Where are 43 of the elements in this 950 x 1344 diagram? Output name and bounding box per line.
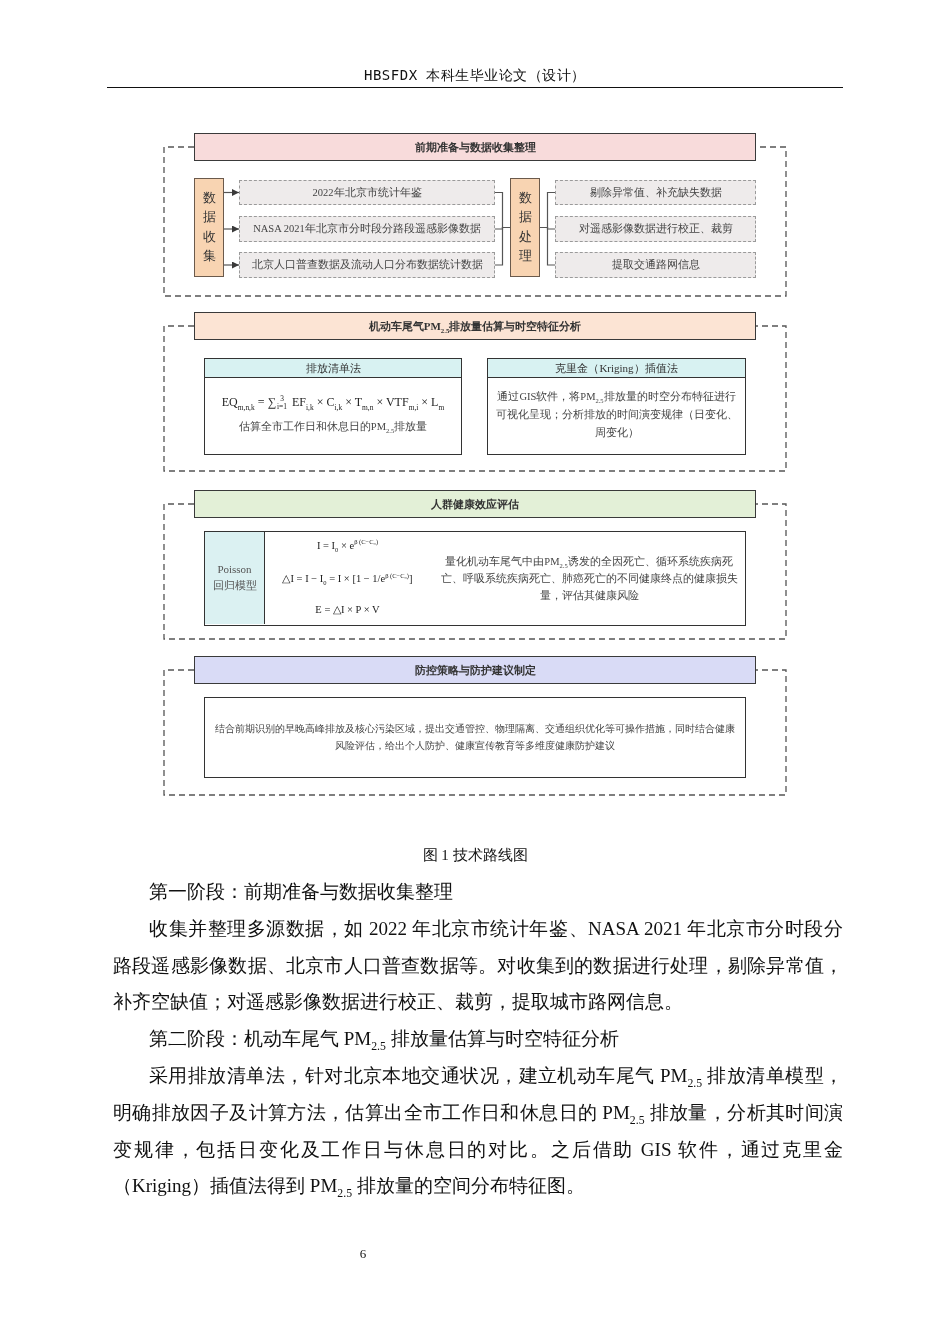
formula: E = △I × P × V bbox=[314, 603, 381, 615]
recommendation-text: 结合前期识别的早晚高峰排放及核心污染区域，提出交通管控、物理隔离、交通组织优化等可操作措施，同时结合健康风险评估，给出个人防护、健康宣传教育等多维度健康防护建议 bbox=[214, 721, 736, 753]
processing-step: 提取交通路网信息 bbox=[555, 252, 756, 278]
method-title: 克里金（Kriging）插值法 bbox=[488, 359, 745, 378]
category-tag: 数据收集 bbox=[194, 178, 224, 277]
page-number: 6 bbox=[358, 1246, 368, 1262]
processing-step: 剔除异常值、补充缺失数据 bbox=[555, 180, 756, 205]
body-paragraph: 收集并整理多源数据，如 2022 年北京市统计年鉴、NASA 2021 年北京市分时段分路段遥感影像数据、北京市人口普查数据等。对收集到的数据进行处理，剔除异常值，补齐空缺值；对遥感影像数据进行校正、裁剪，提取城市路网信息。 bbox=[113, 916, 843, 1015]
category-tag: 数据处理 bbox=[510, 178, 540, 277]
figure-caption: 图 1 技术路线图 bbox=[421, 846, 529, 865]
body-paragraph: 采用排放清单法，针对北京本地交通状况，建立机动车尾气 PM$_{2.5}$ 排放清单模型，明确排放因子及计算方法，估算出全市工作日和休息日的 PM$_{2.5}$ 排放量，分析其时间演变规律，包括日变化及工作日与休息日的对比。之后借助 GIS 软件，通过克里金（Kriging）插值法得到 PM$_{2.5}$ 排放量的空间分布特征图。 bbox=[113, 1064, 843, 1203]
arrow bbox=[223, 225, 240, 233]
stage-frame bbox=[163, 312, 787, 472]
formula: EQ$_{m,n,k}$ = ∑$_{i=1}$$^{3}$ EF$_{i,k}$ × C$_{i,k}$ × T$_{m,n}$ × VTF$_{m,i}$ × L$_{m}$ bbox=[221, 394, 445, 412]
stage-frame bbox=[163, 656, 787, 796]
model-name-cell: Poisson 回归模型 bbox=[205, 532, 265, 624]
method-panel bbox=[204, 358, 462, 455]
stage-frame bbox=[163, 490, 787, 640]
stage-title: 人群健康效应评估 bbox=[194, 490, 756, 518]
method-description: 通过GIS软件，将PM$_{2.5}$排放量的时空分布特征进行可视化呈现；分析排放的时间演变规律（日变化、周变化） bbox=[494, 390, 739, 440]
stage-title: 防控策略与防护建议制定 bbox=[194, 656, 756, 684]
data-source-item: NASA 2021年北京市分时段分路段遥感影像数据 bbox=[239, 216, 495, 242]
processing-step: 对遥感影像数据进行校正、裁剪 bbox=[555, 216, 756, 242]
connector-line bbox=[539, 226, 556, 266]
method-description: 估算全市工作日和休息日的PM$_{2.5}$排放量 bbox=[237, 419, 429, 436]
method-panel bbox=[487, 358, 746, 455]
formula: △I = I − I$_{0}$ = I × [1 − 1/e$^{β (C−C₀)}$] bbox=[281, 572, 414, 584]
effect-description: 量化机动车尾气中由PM$_{2.5}$诱发的全因死亡、循环系统疾病死亡、呼吸系统疾病死亡、肺癌死亡的不同健康终点的健康损失量，评估其健康风险 bbox=[439, 554, 739, 604]
stage-heading: 第一阶段：前期准备与数据收集整理 bbox=[148, 880, 454, 904]
page-header: HBSFDX 本科生毕业论文（设计） bbox=[363, 67, 587, 85]
data-source-item: 北京人口普查数据及流动人口分布数据统计数据 bbox=[239, 252, 495, 278]
model-panel bbox=[204, 531, 746, 626]
method-title: 排放清单法 bbox=[205, 359, 461, 378]
stage-heading: 第二阶段：机动车尾气 PM$_{2.5}$ 排放量估算与时空特征分析 bbox=[148, 1027, 620, 1055]
formula: I = I$_{0}$ × e$^{β (C−C₀)}$ bbox=[315, 539, 380, 551]
stage-title: 机动车尾气PM$_{2.5}$排放量估算与时空特征分析 bbox=[194, 312, 756, 340]
data-source-item: 2022年北京市统计年鉴 bbox=[239, 180, 495, 205]
stage-title: 前期准备与数据收集整理 bbox=[194, 133, 756, 161]
recommendation-panel bbox=[204, 697, 746, 778]
connector-line bbox=[494, 226, 511, 266]
stage-frame bbox=[163, 133, 787, 297]
arrow bbox=[223, 261, 240, 269]
arrow bbox=[223, 189, 240, 196]
